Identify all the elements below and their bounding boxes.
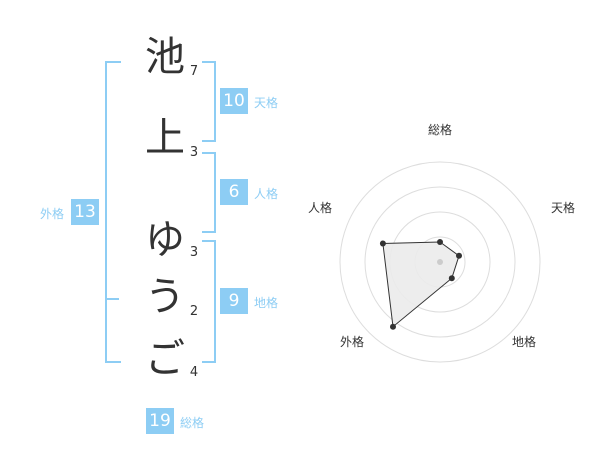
radar-point-1 bbox=[437, 239, 443, 245]
chikaku-value-badge: 9 bbox=[220, 288, 248, 314]
radar-label-jinkaku: 人格 bbox=[307, 201, 332, 215]
tenkaku-bracket bbox=[202, 61, 216, 142]
radar-point-4 bbox=[390, 323, 396, 330]
stroke-count-1: 7 bbox=[189, 64, 199, 79]
gaikaku-label: 外格 bbox=[40, 207, 65, 221]
stroke-count-2: 3 bbox=[189, 145, 199, 160]
stroke-count-3: 3 bbox=[189, 245, 199, 260]
radar-grid-ring bbox=[339, 161, 541, 363]
tenkaku-label: 天格 bbox=[254, 96, 279, 110]
jinkaku-label: 人格 bbox=[254, 187, 279, 201]
stroke-count-4: 2 bbox=[189, 304, 199, 319]
radar-point-2 bbox=[456, 252, 462, 259]
soukaku-label: 総格 bbox=[180, 416, 205, 430]
name-char-5: ご bbox=[145, 336, 185, 382]
radar-label-gaikaku: 外格 bbox=[339, 335, 364, 349]
stroke-count-5: 4 bbox=[189, 365, 199, 380]
radar-grid-ring bbox=[364, 186, 516, 338]
gaikaku-value-badge: 13 bbox=[71, 199, 99, 225]
name-char-4: う bbox=[145, 274, 185, 320]
gaikaku-bracket-divider bbox=[105, 298, 119, 300]
jinkaku-value-badge: 6 bbox=[220, 179, 248, 205]
radar-point-3 bbox=[448, 275, 455, 282]
radar-label-soukaku: 総格 bbox=[427, 123, 452, 137]
radar-center-dot bbox=[437, 259, 443, 265]
jinkaku-bracket bbox=[202, 152, 216, 233]
chikaku-label: 地格 bbox=[254, 296, 279, 310]
tenkaku-value-badge: 10 bbox=[220, 88, 248, 114]
radar-series-area bbox=[382, 241, 460, 328]
radar-point-5 bbox=[379, 240, 386, 247]
chikaku-bracket bbox=[202, 240, 216, 363]
radar-label-chikaku: 地格 bbox=[511, 335, 536, 349]
gaikaku-bracket bbox=[105, 61, 121, 363]
radar-label-tenkaku: 天格 bbox=[550, 201, 575, 215]
name-char-2: 上 bbox=[145, 115, 185, 161]
soukaku-value-badge: 19 bbox=[146, 408, 174, 434]
name-char-1: 池 bbox=[145, 34, 185, 80]
name-char-3: ゆ bbox=[145, 217, 185, 263]
